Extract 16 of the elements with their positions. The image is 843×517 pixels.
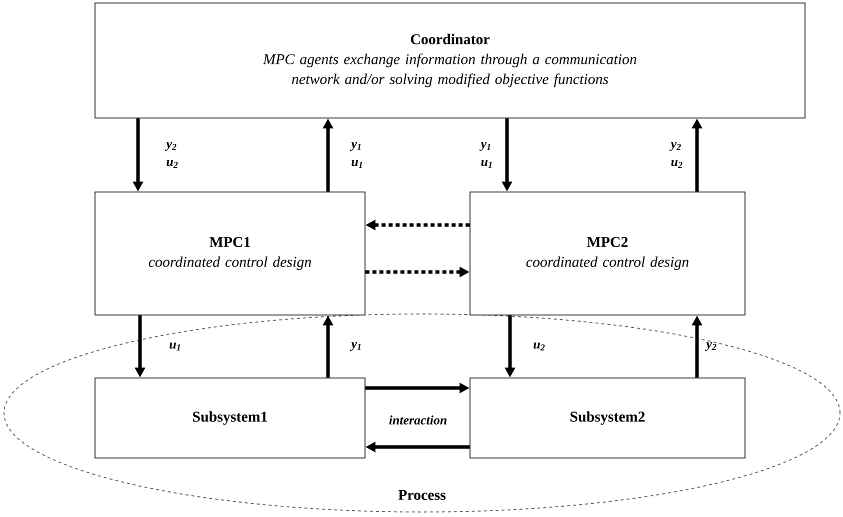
signal-label: y$_{1}$ xyxy=(350,342,361,351)
signal-label: y$_{1}$ u$_{1}$ xyxy=(480,142,492,168)
controller-box: MPC1 coordinated control design xyxy=(94,192,366,316)
signal-label: u$_{2}$ xyxy=(534,342,545,350)
signal-label: u$_{1}$ xyxy=(170,342,180,350)
signal-label: y$_{2}$ u$_{2}$ xyxy=(164,142,178,168)
subsystem-box: Subsystem2 xyxy=(470,378,746,458)
process-ellipse xyxy=(4,314,840,512)
signal-label: y$_{2}$ u$_{2}$ xyxy=(670,142,682,168)
signal-label: y$_{2}$ xyxy=(704,342,716,351)
coordinator-box: Coordinator MPC agents exchange information through a communication network and/or solving modified objective functions xyxy=(94,2,806,118)
interaction-label: interaction xyxy=(389,415,447,425)
signal-label: y$_{1}$ u$_{1}$ xyxy=(350,142,362,168)
subsystem-box: Subsystem1 xyxy=(94,378,366,458)
controller-box: MPC2 coordinated control design xyxy=(470,192,746,316)
process-label: Process xyxy=(398,490,446,500)
